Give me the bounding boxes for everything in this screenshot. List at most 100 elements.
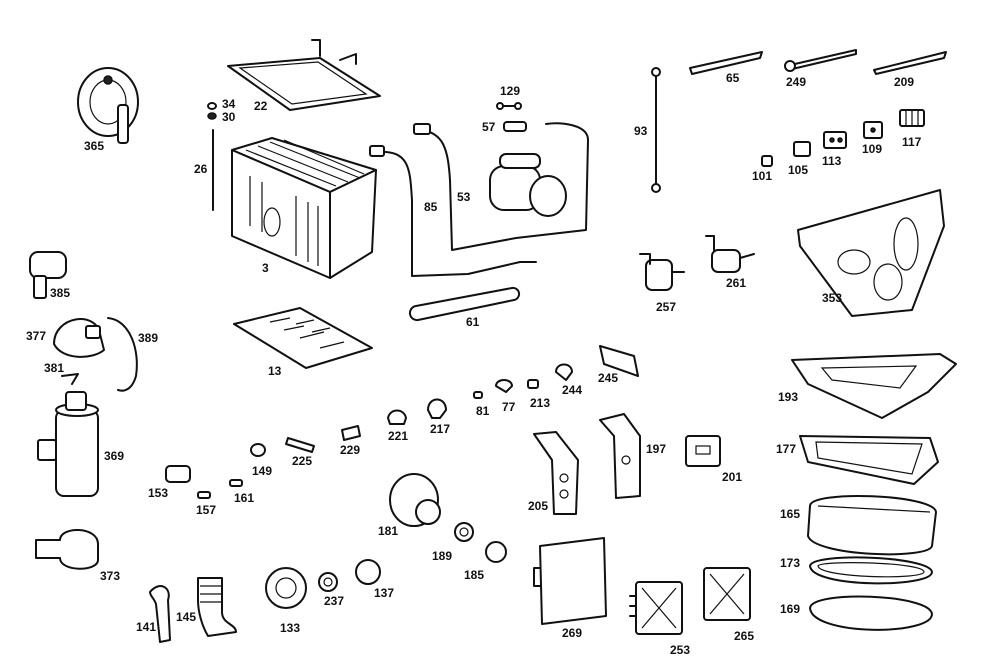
part-377-cap	[53, 318, 105, 358]
part-129-57-connectors	[496, 102, 527, 132]
label-389: 389	[138, 331, 158, 345]
part-165-housing	[807, 495, 937, 556]
part-217-clip	[427, 398, 447, 419]
part-237-ring	[318, 572, 338, 592]
label-53: 53	[457, 190, 471, 204]
label-209: 209	[894, 75, 914, 89]
part-253-relay	[629, 581, 683, 635]
part-189-grommet	[454, 522, 474, 542]
part-93-ground-strap	[651, 67, 661, 193]
label-197: 197	[646, 442, 666, 456]
part-381-terminal	[61, 373, 79, 385]
part-201-bracket	[685, 435, 721, 467]
part-3-battery	[231, 137, 377, 279]
label-85: 85	[424, 200, 438, 214]
part-269-plate	[533, 537, 607, 625]
part-365-horn	[77, 67, 139, 144]
part-193-cover	[791, 353, 957, 419]
part-213-clip	[527, 379, 539, 389]
label-165: 165	[780, 507, 800, 521]
label-244: 244	[562, 383, 582, 397]
label-133: 133	[280, 621, 300, 635]
part-117-connector	[899, 109, 925, 127]
label-26: 26	[194, 162, 208, 176]
part-61-sleeve	[408, 286, 521, 322]
label-113: 113	[822, 154, 842, 168]
label-13: 13	[268, 364, 282, 378]
label-381: 381	[44, 361, 64, 375]
part-385-lamp	[29, 251, 67, 299]
part-209-strap	[873, 51, 947, 75]
label-129: 129	[500, 84, 520, 98]
part-22-battery-frame	[227, 39, 381, 111]
part-244-clip	[555, 363, 573, 381]
part-177-gasket	[799, 435, 939, 485]
part-257-switch	[639, 253, 685, 291]
label-173: 173	[780, 556, 800, 570]
part-221-clip	[387, 409, 407, 425]
label-34: 34	[222, 97, 236, 111]
part-389-lead	[107, 317, 138, 392]
part-169-lens	[809, 595, 933, 631]
label-137: 137	[374, 586, 394, 600]
label-221: 221	[388, 429, 408, 443]
part-34-30-washers	[207, 102, 217, 120]
label-213: 213	[530, 396, 550, 410]
label-257: 257	[656, 300, 676, 314]
label-261: 261	[726, 276, 746, 290]
part-113-connector	[823, 131, 847, 149]
part-369-coil	[37, 391, 99, 497]
part-101-plug	[761, 155, 773, 167]
label-237: 237	[324, 594, 344, 608]
label-169: 169	[780, 602, 800, 616]
label-189: 189	[432, 549, 452, 563]
label-369: 369	[104, 449, 124, 463]
label-93: 93	[634, 124, 648, 138]
part-265-relay	[703, 567, 751, 621]
label-77: 77	[502, 400, 516, 414]
label-81: 81	[476, 404, 490, 418]
part-133-ring	[265, 567, 307, 609]
label-377: 377	[26, 329, 46, 343]
part-105-connector	[793, 141, 811, 157]
part-353-panel	[797, 189, 945, 317]
part-85-53-battery-cables	[369, 122, 589, 277]
part-153-holder	[165, 465, 191, 483]
part-181-gauge	[389, 473, 441, 527]
part-13-battery-mat	[233, 307, 373, 369]
label-269: 269	[562, 626, 582, 640]
part-161-clip	[229, 479, 243, 487]
label-249: 249	[786, 75, 806, 89]
label-157: 157	[196, 503, 216, 517]
part-137-cap	[355, 559, 381, 585]
label-201: 201	[722, 470, 742, 484]
label-185: 185	[464, 568, 484, 582]
label-30: 30	[222, 110, 236, 124]
label-217: 217	[430, 422, 450, 436]
part-173-seal	[809, 556, 933, 585]
label-225: 225	[292, 454, 312, 468]
part-65-strap	[689, 51, 763, 75]
label-109: 109	[862, 142, 882, 156]
part-373-bracket	[35, 528, 99, 570]
label-101: 101	[752, 169, 772, 183]
label-22: 22	[254, 99, 268, 113]
part-225-clip	[285, 437, 315, 453]
part-149-grommet	[250, 443, 266, 457]
label-117: 117	[902, 135, 922, 149]
part-245-plate	[599, 345, 639, 377]
label-373: 373	[100, 569, 120, 583]
label-253: 253	[670, 643, 690, 657]
part-109-connector	[863, 121, 883, 139]
part-197-bracket	[599, 413, 641, 499]
label-141: 141	[136, 620, 156, 634]
part-229-clip	[341, 425, 361, 441]
part-157-clip	[197, 491, 211, 499]
part-185-socket	[485, 541, 507, 563]
label-365: 365	[84, 139, 104, 153]
label-105: 105	[788, 163, 808, 177]
label-153: 153	[148, 486, 168, 500]
part-145-hose	[197, 577, 237, 637]
